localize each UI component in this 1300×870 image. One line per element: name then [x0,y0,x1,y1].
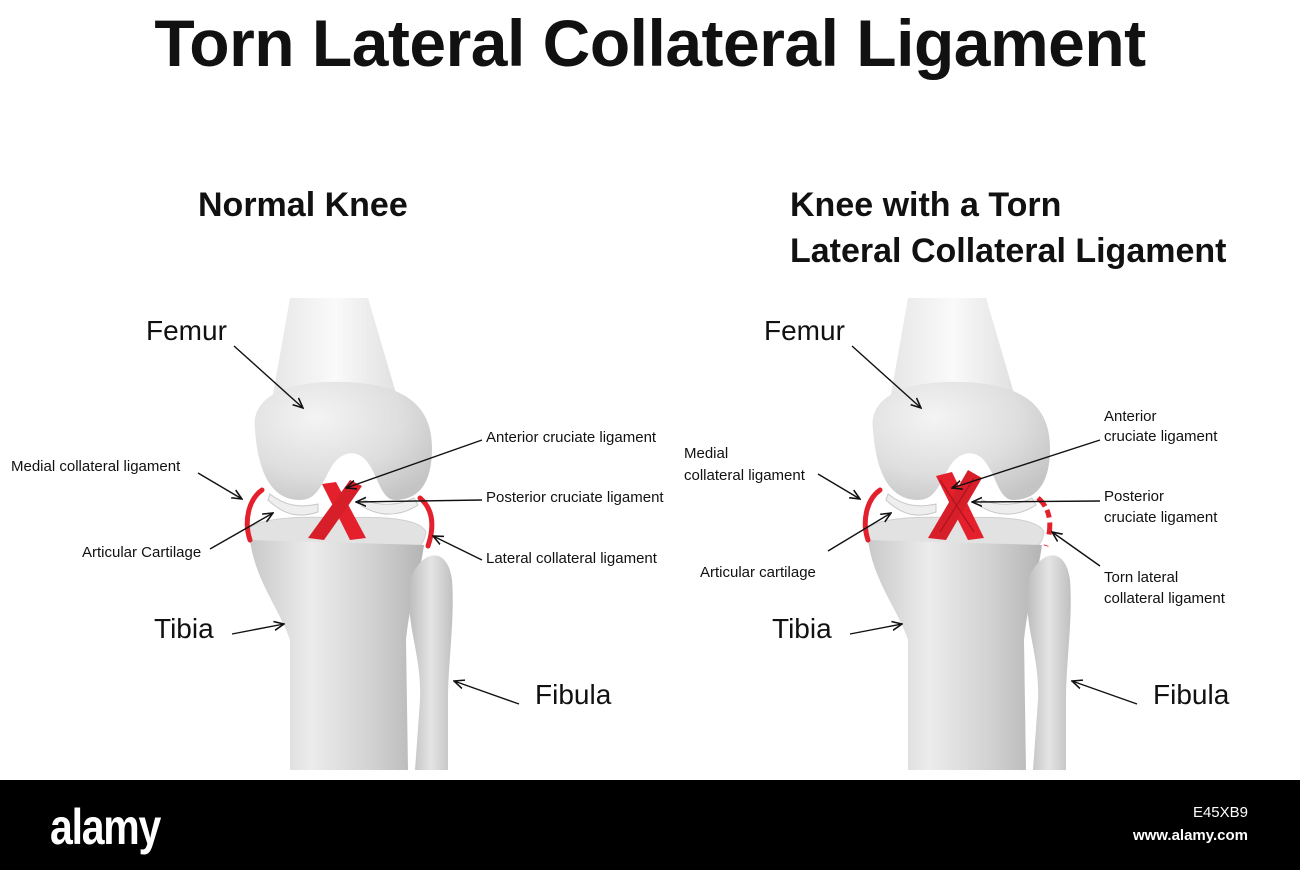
alamy-logo: alamy [50,799,161,855]
posterior-label-line2: cruciate ligament [1104,509,1218,526]
normal-knee-title: Normal Knee [198,186,408,224]
fibula-label: Fibula [535,679,612,710]
medial-label-line2: collateral ligament [684,467,806,484]
femur-label: Femur [764,315,845,346]
fibula-label: Fibula [1153,679,1230,710]
torn-label-line2: collateral ligament [1104,590,1226,607]
femur-condyles [254,381,432,500]
image-id: E45XB9 [1192,804,1248,821]
torn-knee-title-line2: Lateral Collateral Ligament [790,232,1227,270]
normal-knee [244,298,453,770]
femur-shaft [890,298,1016,400]
fibula [409,555,453,770]
footer-bar: alamy E45XB9 www.alamy.com [0,780,1300,870]
medial-label-line1: Medial [684,445,728,462]
anterior-label-line2: cruciate ligament [1104,428,1218,445]
posterior-label-line1: Posterior [1104,488,1164,505]
tibia-label: Tibia [154,613,214,644]
medial-collateral-ligament [862,487,883,543]
articular-cartilage-label: Articular cartilage [700,564,816,581]
articular-cartilage-label: Articular Cartilage [82,544,201,561]
cruciate-ligaments [928,470,984,540]
medial-collateral-label: Medial collateral ligament [11,458,181,475]
articular-cartilage-femur [885,493,937,516]
posterior-cruciate-label: Posterior cruciate ligament [486,489,664,506]
normal-knee-labels: Femur Medial collateral ligament Articul… [11,315,664,710]
femur-shaft [272,298,398,400]
cruciate-ligaments [308,480,366,540]
torn-label-line1: Torn lateral [1104,569,1178,586]
articular-cartilage-femur-2 [979,497,1037,515]
articular-cartilage-femur-2 [361,497,419,515]
fibula [1027,555,1071,770]
torn-knee [862,298,1071,770]
tibia-label: Tibia [772,613,832,644]
tibia-shaft [250,540,424,770]
articular-cartilage-femur [267,493,319,516]
torn-knee-title: Knee with a Torn Lateral Collateral Liga… [790,182,1226,274]
main-title: Torn Lateral Collateral Ligament [154,6,1146,80]
femur-label: Femur [146,315,227,346]
medial-collateral-ligament [244,487,265,543]
knee-diagram: Femur Medial collateral ligament Articul… [11,298,1230,770]
tibia-shaft [868,540,1042,770]
torn-knee-labels: Femur Medial collateral ligament Articul… [684,315,1230,710]
footer-url: www.alamy.com [1132,827,1248,844]
anterior-label-line1: Anterior [1104,408,1157,425]
lateral-collateral-label: Lateral collateral ligament [486,550,658,567]
torn-knee-title-line1: Knee with a Torn [790,186,1062,224]
anterior-cruciate-label: Anterior cruciate ligament [486,429,657,446]
